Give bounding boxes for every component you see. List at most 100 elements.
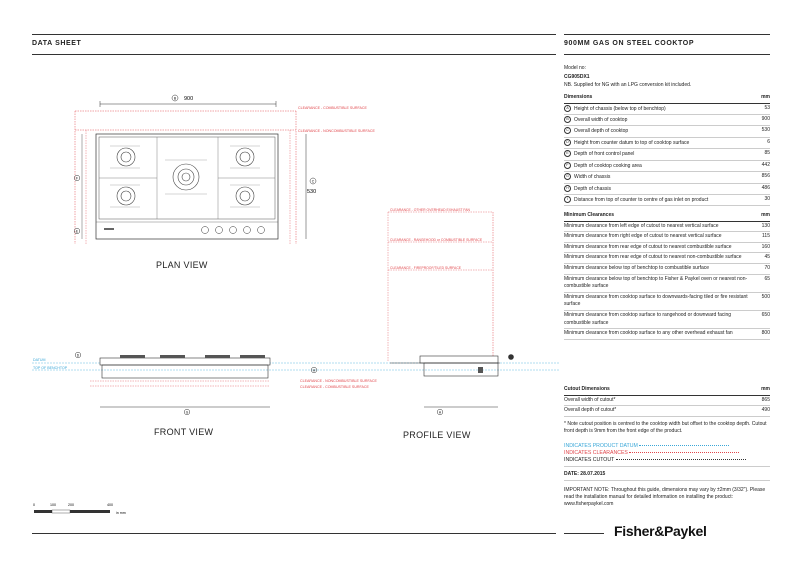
row-value: 6	[767, 138, 770, 145]
row-value: 900	[761, 116, 770, 123]
row-label: Minimum clearance from rear edge of cuto…	[564, 243, 732, 250]
front-clear-comb: CLEARANCE - COMBUSTIBLE SURFACE	[300, 385, 369, 389]
row-value: 490	[761, 407, 770, 414]
row-callout-icon: I	[564, 195, 571, 203]
row-callout-icon: A	[564, 104, 571, 112]
datum-label: DATUM	[33, 358, 46, 362]
scale-tick-200: 200	[68, 503, 74, 507]
row-label: Minimum clearance from cooktop surface t…	[564, 293, 748, 308]
profile-view-drawing: H	[390, 354, 514, 416]
callout-d-icon	[74, 351, 82, 359]
row-value: 856	[761, 173, 770, 180]
table-row: Minimum clearance from left edge of cuto…	[564, 222, 770, 233]
bottom-rule	[32, 533, 556, 534]
callout-b-icon	[171, 94, 179, 102]
callout-h-icon	[436, 408, 444, 416]
table-row: Minimum clearance from rear edge of cuto…	[564, 243, 770, 254]
model-number: CG905DX1	[564, 74, 590, 80]
table-row: Overall width of cutout* 865	[564, 396, 770, 407]
row-value: 442	[761, 161, 770, 168]
scale-tick-400: 400	[107, 503, 113, 507]
legend-datum-line	[639, 445, 730, 447]
row-label: Overall width of cutout*	[564, 396, 616, 403]
header-rule-right	[564, 54, 770, 55]
clear-overhead-label: CLEARANCE - OTHER OVERHEAD EXHAUST FAN	[390, 208, 471, 212]
row-value: 53	[764, 104, 770, 111]
scale-tick-0: 0	[33, 503, 35, 507]
top-rule-right	[564, 34, 770, 35]
svg-text:H: H	[439, 411, 442, 415]
important-note: IMPORTANT NOTE: Throughout this guide, d…	[564, 487, 766, 507]
row-value: 800	[761, 330, 770, 337]
scale-bar: 0 100 200 400 in mm	[33, 503, 126, 515]
row-callout-icon: G	[564, 173, 571, 181]
table-row: Minimum clearance below top of benchtop …	[564, 264, 770, 275]
row-value: 160	[761, 243, 770, 250]
row-value: 650	[761, 311, 770, 318]
legend-cutout: INDICATES CUTOUT	[564, 457, 746, 463]
profile-clearances: CLEARANCE - OTHER OVERHEAD EXHAUST FAN C…	[387, 208, 494, 362]
date-rule	[564, 480, 770, 481]
legend-cutout-text: INDICATES CUTOUT	[564, 457, 615, 463]
row-value: 85	[764, 150, 770, 157]
row-callout-icon: E	[564, 150, 571, 158]
row-label: Minimum clearance below top of benchtop …	[564, 275, 748, 290]
callout-i-icon	[508, 354, 514, 360]
legend-clearances: INDICATES CLEARANCES	[564, 450, 740, 456]
row-callout-icon: C	[564, 127, 571, 135]
profile-view-label: PROFILE VIEW	[403, 430, 471, 440]
row-value: 115	[762, 233, 770, 240]
depth-value: 530	[307, 189, 316, 195]
table-row: Minimum clearance from cooktop surface t…	[564, 293, 770, 311]
row-value: 486	[761, 184, 770, 191]
model-label: Model no:	[564, 65, 586, 71]
svg-text:E: E	[76, 230, 79, 234]
width-value: 900	[184, 96, 193, 102]
table-row: Minimum clearance from cooktop surface t…	[564, 329, 770, 340]
row-label: Overall depth of cutout*	[564, 407, 617, 414]
row-label: Minimum clearance from cooktop surface t…	[564, 311, 732, 326]
cutout-note: * Note cutout position is centred to the…	[564, 421, 767, 434]
svg-text:G: G	[186, 411, 189, 415]
row-value: 530	[761, 127, 770, 134]
clear-rangehood-label: CLEARANCE - RANGEHOOD or COMBUSTIBLE SUR…	[390, 238, 483, 242]
legend-datum: INDICATES PRODUCT DATUM	[564, 443, 730, 449]
callout-e-icon	[73, 227, 81, 235]
row-value: 865	[761, 396, 770, 403]
plan-clear-noncombustible: CLEARANCE - NONCOMBUSTIBLE SURFACE	[298, 129, 375, 133]
table-row: Minimum clearance from right edge of cut…	[564, 232, 770, 243]
callout-c-icon	[309, 177, 317, 185]
table-row: Minimum clearance from cooktop surface t…	[564, 311, 770, 330]
legend-clearances-line	[629, 452, 740, 454]
product-title: 900MM GAS ON STEEL COOKTOP	[564, 40, 695, 47]
header-rule	[32, 54, 556, 55]
clear-fireproof-label: CLEARANCE - FIREPROOF/TILED SURFACE	[390, 266, 462, 270]
date: DATE: 28.07.2015	[564, 471, 606, 477]
row-value: 30	[764, 195, 770, 202]
callout-a-icon	[310, 366, 318, 374]
row-label: Minimum clearance below top of benchtop …	[564, 264, 710, 271]
row-value: 70	[764, 264, 770, 271]
plan-clear-combustible: CLEARANCE - COMBUSTIBLE SURFACE	[298, 106, 367, 110]
row-value: 45	[764, 254, 770, 261]
top-of-benchtop-label: TOP OF BENCHTOP	[33, 366, 68, 370]
row-value: 500	[761, 293, 770, 300]
data-sheet-title: DATA SHEET	[32, 40, 82, 47]
